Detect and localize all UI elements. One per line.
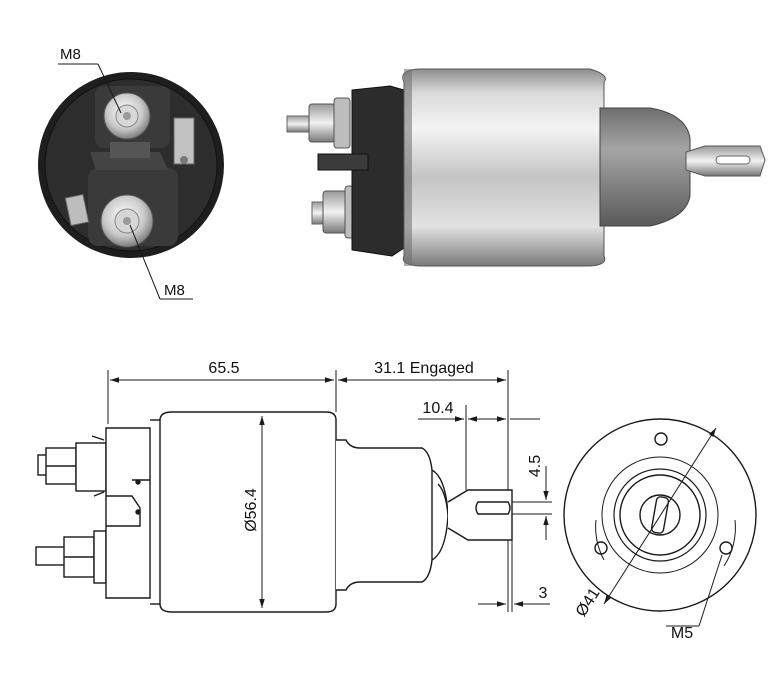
spade-tab-side — [317, 153, 369, 171]
label-engaged: 31.1 Engaged — [374, 360, 474, 377]
side-view-photo — [286, 68, 766, 267]
leader-m8-top — [97, 63, 122, 114]
label-slot-width: 4.5 — [527, 455, 544, 477]
flange-outline — [563, 418, 757, 612]
mount-hole-top — [654, 432, 668, 446]
leader-m8-bottom — [129, 224, 161, 300]
end-view-photo: M8 M8 — [38, 46, 224, 300]
label-length: 65.5 — [208, 360, 239, 377]
label-tab-thickness: 3 — [539, 585, 548, 602]
leader-m5 — [698, 554, 723, 627]
terminal-cap — [351, 85, 405, 257]
label-m8-bottom: M8 — [164, 282, 185, 299]
mount-hole-left — [594, 541, 608, 555]
mount-hole-right — [719, 541, 733, 555]
label-body-diameter: Ø56.4 — [243, 488, 260, 532]
can-outline — [159, 411, 337, 613]
front-view-drawing — [563, 418, 757, 627]
label-m8-top: M8 — [60, 46, 81, 63]
rubber-boot — [599, 107, 691, 227]
nut-top — [308, 103, 336, 143]
label-bolt-circle: Ø41 — [573, 585, 604, 620]
side-view-drawing — [35, 370, 552, 613]
label-mount-thread: M5 — [671, 625, 693, 642]
label-stroke-offset: 10.4 — [422, 400, 453, 417]
solenoid-can — [402, 68, 606, 267]
nut-bottom — [322, 190, 348, 234]
spade-terminal-left — [64, 193, 90, 227]
dim-bolt-circle-line — [603, 427, 717, 605]
